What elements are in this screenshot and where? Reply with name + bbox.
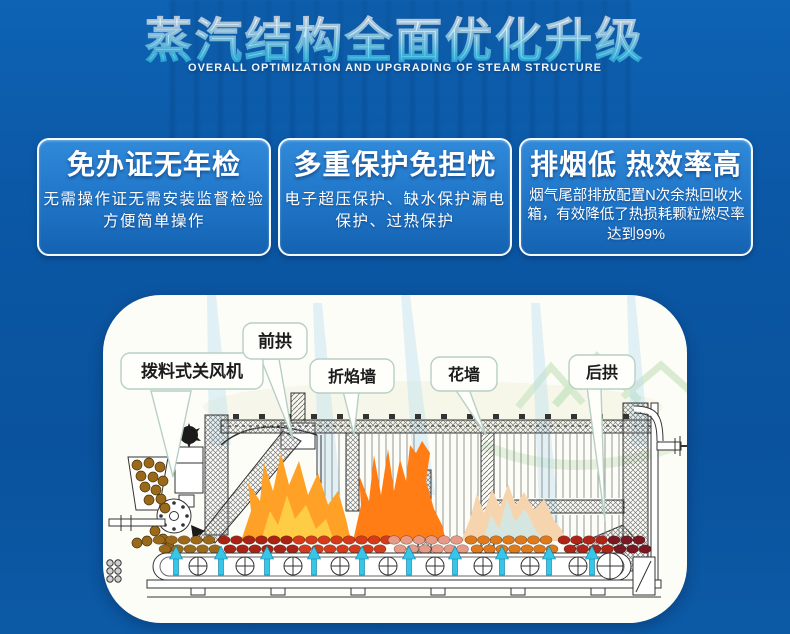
boiler-diagram: 拨料式关风机 前拱 折焰墙 花墙 后拱 xyxy=(106,295,687,598)
callout-rear-arch xyxy=(568,354,636,390)
feature-desc: 烟气尾部排放配置N次余热回收水箱，有效降低了热损耗颗粒燃尽率达到99% xyxy=(527,187,745,243)
flames xyxy=(241,441,566,541)
label-front-arch: 前拱 xyxy=(258,331,292,351)
building-watermark xyxy=(170,0,630,150)
callout-feeder xyxy=(120,352,264,390)
callouts xyxy=(120,322,636,522)
feature-card-protection: 多重保护免担忧 电子超压保护、缺水保护漏电保护、过热保护 xyxy=(278,138,512,256)
callout-texts: 拨料式关风机 前拱 折焰墙 花墙 后拱 xyxy=(141,331,618,386)
callout-flame-wall xyxy=(309,358,395,394)
fuel-bed-pellets xyxy=(152,535,652,554)
boiler-diagram-panel: 拨料式关风机 前拱 折焰墙 花墙 后拱 xyxy=(103,295,687,623)
feature-desc: 电子超压保护、缺水保护漏电保护、过热保护 xyxy=(284,190,506,231)
feature-cards: 免办证无年检 无需操作证无需安装监督检验方便简单操作 多重保护免担忧 电子超压保… xyxy=(37,138,753,256)
feature-card-no-license: 免办证无年检 无需操作证无需安装监督检验方便简单操作 xyxy=(37,138,271,256)
feature-desc: 无需操作证无需安装监督检验方便简单操作 xyxy=(43,190,265,231)
label-flower-wall: 花墙 xyxy=(448,365,480,384)
label-rear-arch: 后拱 xyxy=(586,363,618,382)
label-flame-wall: 折焰墙 xyxy=(328,367,376,386)
hopper-pellets xyxy=(131,457,175,553)
callout-flower-wall xyxy=(430,356,498,392)
feature-title: 排烟低 热效率高 xyxy=(530,149,742,180)
air-arrows xyxy=(169,545,599,576)
callout-front-arch xyxy=(242,322,308,360)
feature-card-efficiency: 排烟低 热效率高 烟气尾部排放配置N次余热回收水箱，有效降低了热损耗颗粒燃尽率达… xyxy=(519,138,753,256)
callout-tail xyxy=(150,390,192,478)
page-title: 蒸汽结构全面优化升级 xyxy=(0,2,790,71)
feature-title: 多重保护免担忧 xyxy=(293,149,497,180)
chain-grate xyxy=(106,552,662,598)
feature-title: 免办证无年检 xyxy=(66,149,241,180)
page-subtitle: OVERALL OPTIMIZATION AND UPGRADING OF ST… xyxy=(188,62,602,74)
label-feeder: 拨料式关风机 xyxy=(141,361,243,381)
